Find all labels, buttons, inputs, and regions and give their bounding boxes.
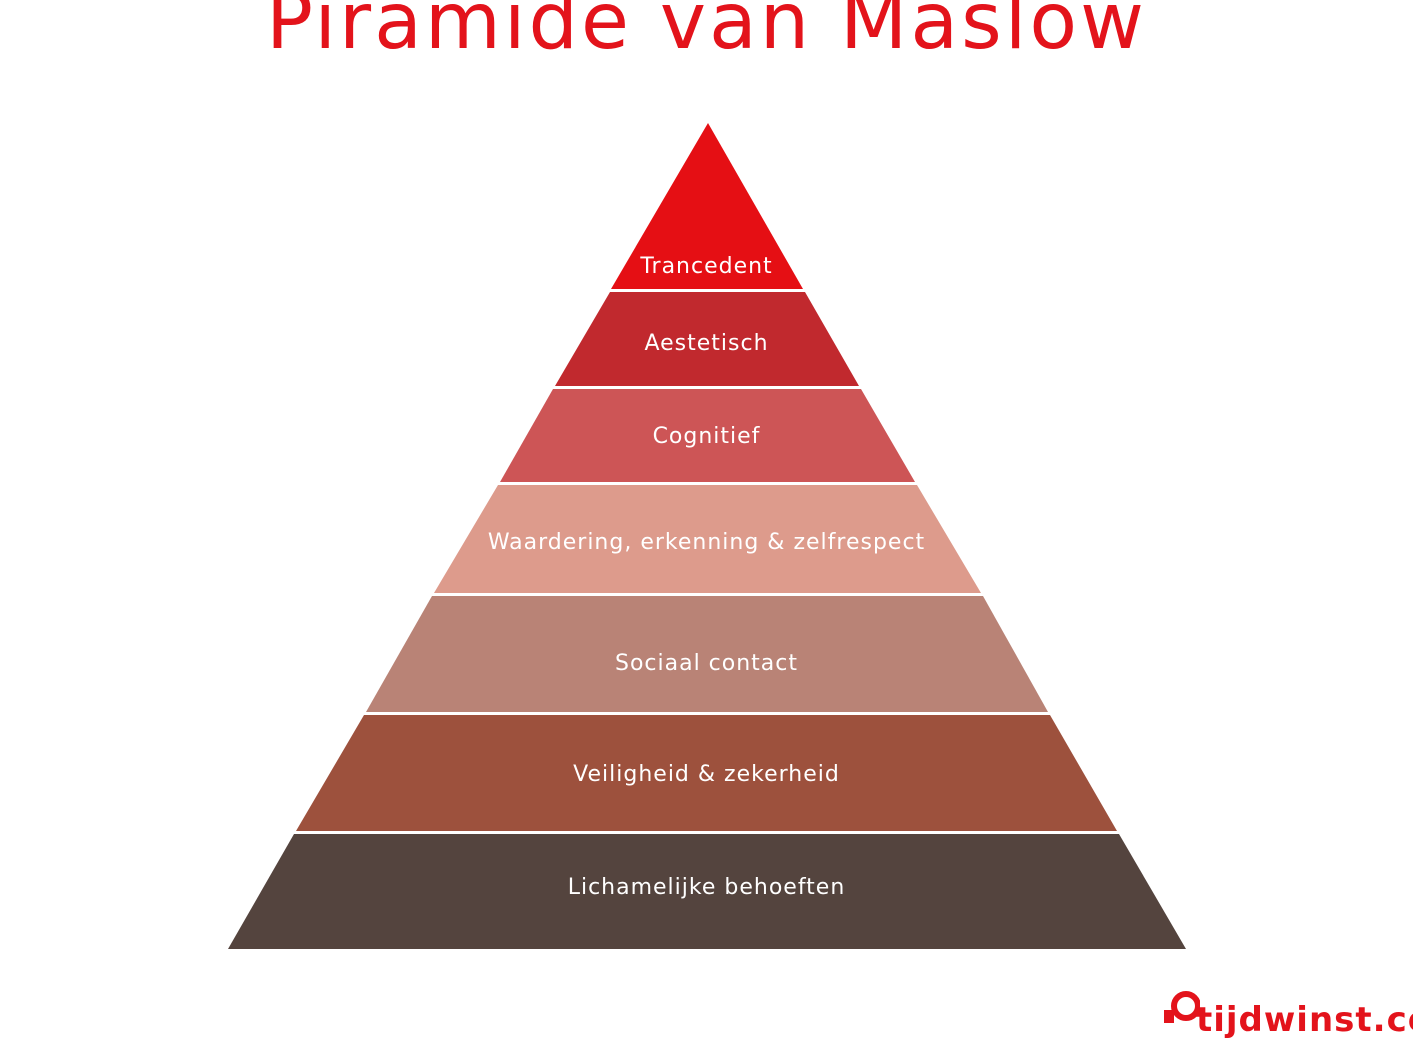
level-label-veiligheid: Veiligheid & zekerheid (573, 762, 840, 787)
level-label-aestetisch: Aestetisch (644, 331, 769, 356)
level-waardering-shape (434, 485, 981, 593)
level-label-cognitief: Cognitief (652, 424, 761, 449)
logo-icon (1164, 991, 1200, 1023)
logo-text: tijdwinst.com (1196, 1000, 1413, 1040)
level-label-sociaal: Sociaal contact (614, 651, 799, 676)
level-label-lichamelijk: Lichamelijke behoeften (567, 875, 846, 900)
level-label-waardering: Waardering, erkenning & zelfrespect (487, 530, 926, 555)
level-cognitief-shape (500, 389, 915, 482)
level-trancedent-shape (611, 123, 803, 289)
level-veiligheid-shape (296, 715, 1117, 831)
level-label-trancedent: Trancedent (640, 254, 773, 279)
level-aestetisch-shape (555, 292, 859, 386)
level-sociaal-shape (366, 596, 1048, 712)
level-lichamelijk-shape (228, 834, 1186, 949)
page-title: Piramide van Maslow (266, 0, 1147, 67)
